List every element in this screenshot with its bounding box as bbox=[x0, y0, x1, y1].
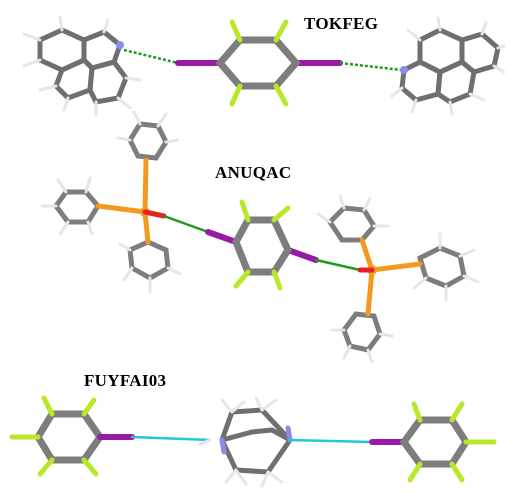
fluorine-atom bbox=[407, 461, 423, 483]
nitrogen-atom bbox=[400, 66, 408, 74]
iodine-atom bbox=[205, 229, 239, 245]
fluorine-atom bbox=[271, 205, 291, 223]
fuyfai03-left-pentafluoroiodobenzene bbox=[9, 395, 135, 477]
fluorine-atom bbox=[273, 19, 289, 43]
fluorine-atom bbox=[233, 269, 251, 289]
halogen-bond bbox=[339, 61, 403, 72]
fluorine-atom bbox=[239, 199, 251, 223]
tokfeg-left-polyaromatic bbox=[22, 15, 142, 117]
anuqac-complex bbox=[40, 110, 480, 364]
structure-label-anuqac: ANUQAC bbox=[215, 163, 292, 182]
structure-label-fuyfai03: FUYFAI03 bbox=[84, 371, 167, 390]
iodine-atom bbox=[285, 247, 319, 263]
fluorine-atom bbox=[41, 395, 55, 417]
nitrogen-atom bbox=[285, 425, 293, 443]
halogen-bond bbox=[130, 435, 212, 442]
fluorine-atom bbox=[37, 457, 55, 477]
nitrogen-atom bbox=[116, 41, 124, 49]
fluorine-atom bbox=[273, 83, 289, 107]
phosphorus-bond bbox=[142, 157, 149, 215]
nitrogen-atom bbox=[219, 437, 227, 455]
structure-label-tokfeg: TOKFEG bbox=[304, 14, 379, 33]
fluorine-atom bbox=[411, 401, 423, 423]
fuyfai03-complex bbox=[9, 395, 497, 488]
fluorine-atom bbox=[449, 461, 465, 483]
fluorine-atom bbox=[229, 83, 243, 107]
tokfeg-complex bbox=[22, 15, 506, 117]
fluorine-atom bbox=[271, 269, 283, 291]
halogen-bond bbox=[123, 48, 179, 65]
tokfeg-diiodotetrafluorobenzene bbox=[175, 19, 343, 107]
halogen-bond bbox=[162, 214, 210, 234]
oxygen-atom bbox=[142, 209, 167, 219]
fluorine-atom bbox=[81, 397, 97, 417]
tokfeg-right-polyaromatic bbox=[390, 16, 506, 116]
fuyfai03-dabco bbox=[198, 396, 293, 488]
halogen-bond bbox=[288, 438, 374, 444]
halogen-bond bbox=[314, 258, 362, 272]
fluorine-atom bbox=[81, 457, 99, 477]
anuqac-right-phosphine-oxide bbox=[316, 194, 480, 364]
fluorine-atom bbox=[229, 19, 243, 43]
fuyfai03-right-pentafluoroiodobenzene bbox=[369, 401, 497, 483]
anuqac-left-phosphine-oxide bbox=[40, 110, 182, 294]
anuqac-diiodotetrafluorobenzene bbox=[205, 199, 319, 291]
fluorine-atom bbox=[449, 401, 465, 423]
